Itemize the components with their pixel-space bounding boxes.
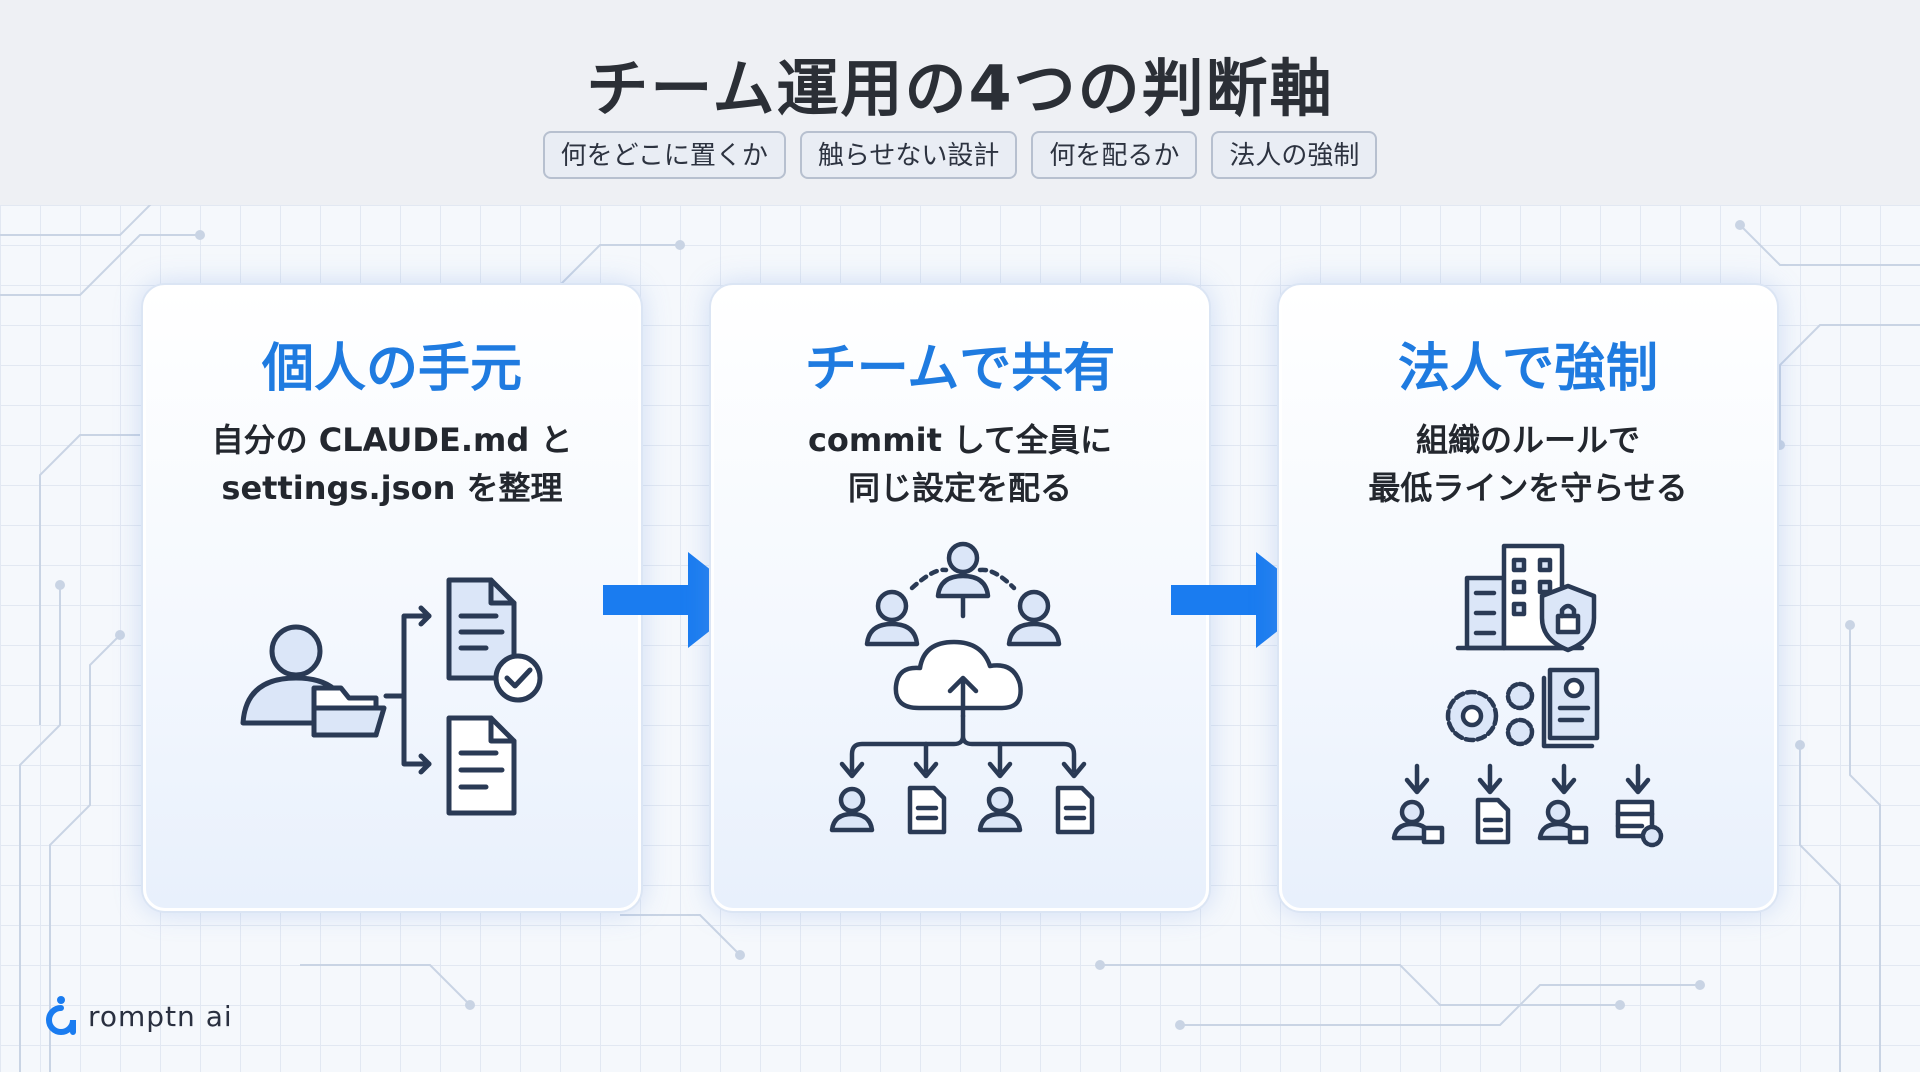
- tag-protection: 触らせない設計: [799, 131, 1018, 179]
- cloud-distribution-icon: [829, 541, 1095, 835]
- card-description-line: 最低ラインを守らせる: [1368, 469, 1688, 507]
- card-title: 法人で強制: [1397, 339, 1658, 399]
- card-enterprise: 法人で強制 組織のルールで 最低ラインを守らせる: [1279, 285, 1777, 911]
- card-description-line: 組織のルールで: [1415, 421, 1640, 459]
- card-description-line: 同じ設定を配る: [847, 469, 1072, 507]
- user-folder-documents-icon: [240, 577, 543, 816]
- circuit-decoration: [0, 205, 1920, 1072]
- tag-list: 何をどこに置くか 触らせない設計 何を配るか 法人の強制: [0, 131, 1920, 179]
- card-title: チームで共有: [804, 339, 1116, 399]
- card-personal: 個人の手元 自分の CLAUDE.md と settings.json を整理: [143, 285, 641, 911]
- romptn-logo-icon: [46, 996, 76, 1035]
- brand-logo: romptn ai: [44, 996, 233, 1036]
- card-description-line: 自分の CLAUDE.md と: [211, 421, 573, 459]
- card-team: チームで共有 commit して全員に 同じ設定を配る: [711, 285, 1209, 911]
- tag-distribution: 何を配るか: [1031, 131, 1198, 179]
- card-description: 組織のルールで 最低ラインを守らせる: [1282, 416, 1774, 512]
- page-title: チーム運用の4つの判断軸: [586, 52, 1334, 125]
- organization-policy-icon: [1391, 543, 1664, 848]
- card-description: commit して全員に 同じ設定を配る: [714, 416, 1206, 512]
- tag-enforcement: 法人の強制: [1211, 131, 1378, 179]
- card-description-line: settings.json を整理: [221, 469, 563, 507]
- card-title: 個人の手元: [261, 339, 522, 399]
- logo-text: romptn ai: [88, 999, 233, 1033]
- card-description: 自分の CLAUDE.md と settings.json を整理: [146, 416, 638, 512]
- card-description-line: commit して全員に: [807, 421, 1113, 459]
- tag-placement: 何をどこに置くか: [542, 131, 786, 179]
